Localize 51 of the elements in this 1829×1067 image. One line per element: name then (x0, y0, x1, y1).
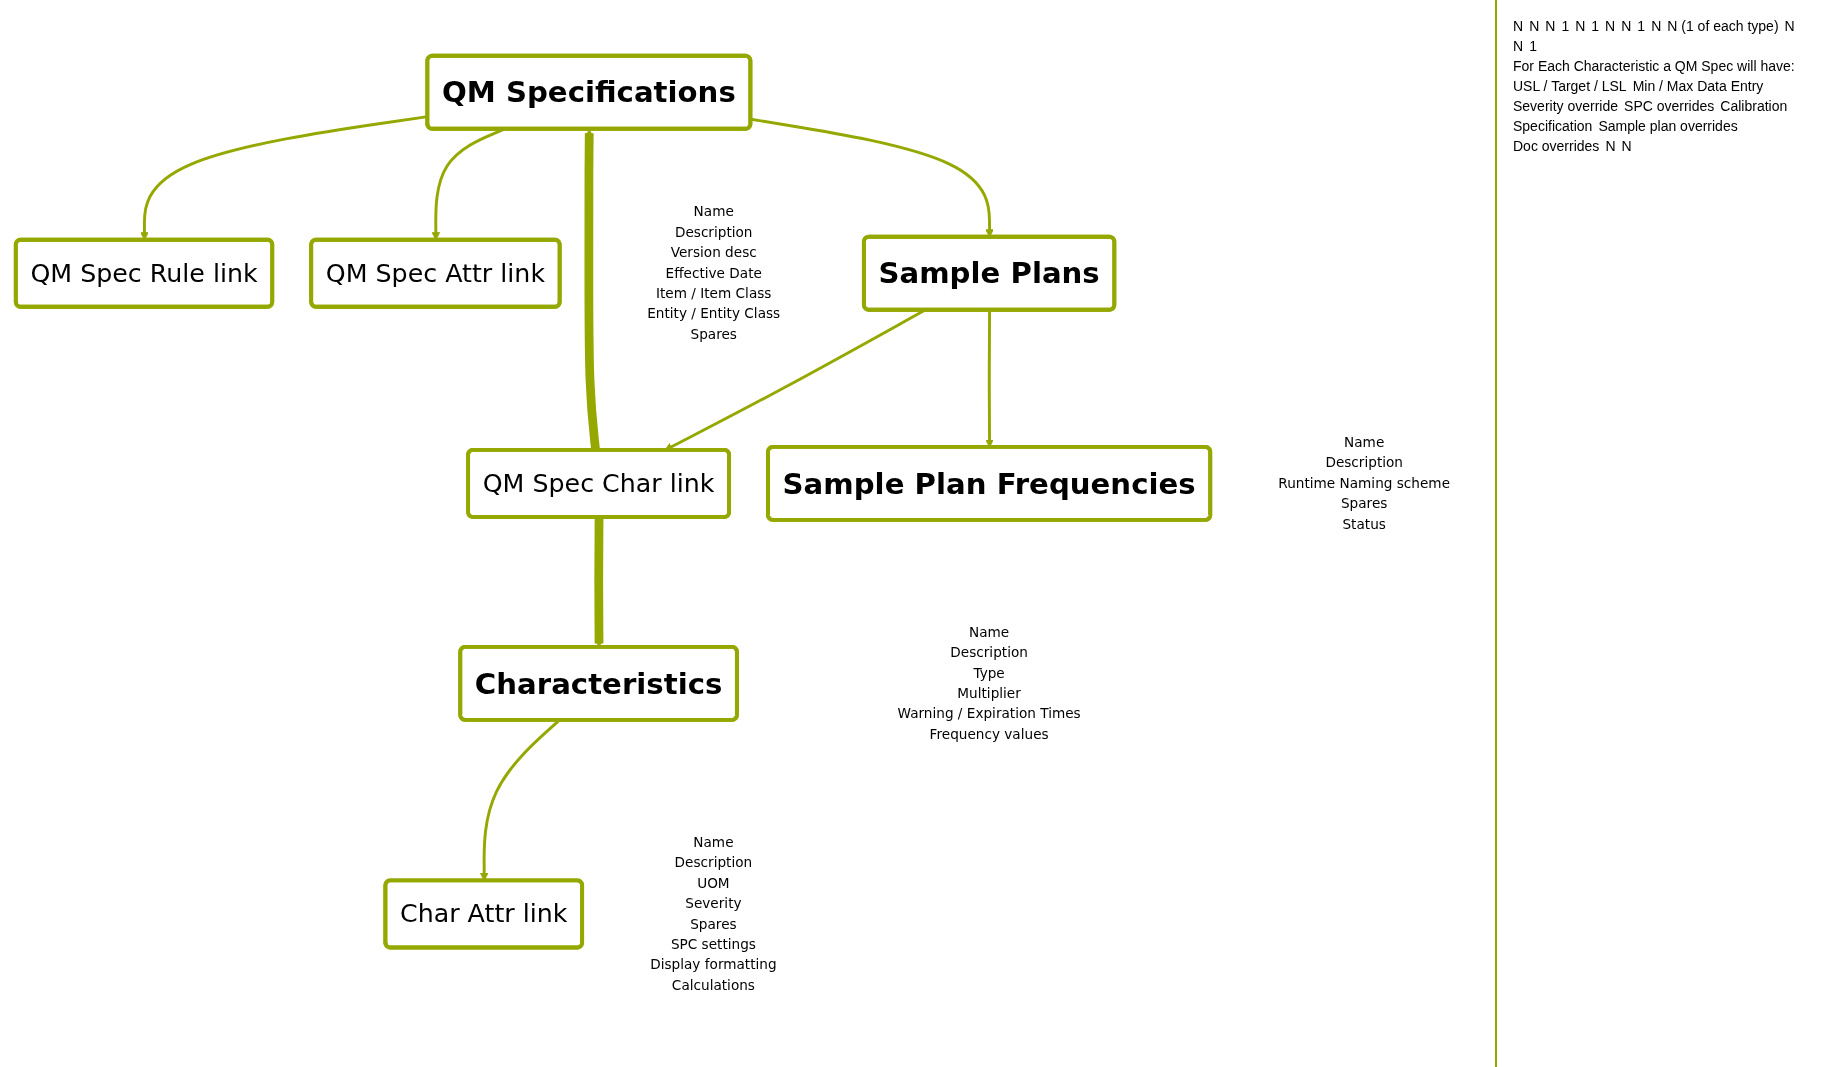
note-text: Severity override (1513, 98, 1619, 114)
note-text: N (1605, 138, 1616, 154)
note-text: N (1545, 18, 1556, 34)
note-text: N (1621, 138, 1632, 154)
note-text: Min / Max Data Entry (1632, 78, 1764, 94)
node-label: UOM (697, 875, 730, 892)
node-label: Version desc (670, 245, 757, 261)
node-label: Status (1342, 516, 1386, 533)
note-text: N (1784, 18, 1795, 34)
node-label: Effective Date (665, 265, 762, 281)
node-label: Calculations (671, 977, 755, 994)
note-text: Specification (1513, 118, 1593, 134)
node-label: Name (1344, 434, 1385, 451)
node-label: Name (693, 834, 734, 851)
node-label: Warning / Expiration Times (897, 706, 1081, 722)
note-text: 1 (1591, 18, 1600, 34)
node-label: Name (969, 624, 1010, 641)
note-text: N (1651, 18, 1662, 34)
node-label: Entity / Entity Class (647, 306, 781, 322)
node-label: SPC settings (670, 936, 756, 953)
note-text: USL / Target / LSL (1513, 78, 1627, 94)
note-text: Sample plan overrides (1598, 118, 1738, 134)
note-text: N (1575, 18, 1586, 34)
node-label: Description (950, 644, 1028, 661)
note-text: N (1513, 18, 1524, 34)
node-label: Spares (690, 326, 737, 343)
node-label: Runtime Naming scheme (1278, 475, 1451, 492)
node-label: Name (693, 204, 734, 220)
node-label: Description (1325, 455, 1403, 471)
node-label: Spares (690, 916, 737, 932)
note-text: N (1 of each type) (1667, 18, 1779, 34)
note-text: For Each Characteristic a QM Spec will have: (1513, 58, 1795, 74)
node-label: Description (674, 224, 753, 241)
node-label: Multiplier (957, 685, 1021, 702)
node-label: Severity (685, 895, 742, 912)
note-text: N (1529, 18, 1540, 34)
note-text: N (1513, 38, 1524, 54)
note-text: 1 (1529, 38, 1537, 54)
note-text: Calibration (1720, 98, 1788, 114)
note-text: 1 (1561, 18, 1570, 34)
node-label: Frequency values (929, 726, 1049, 743)
node-label: Spares (1340, 496, 1388, 512)
node-label: Type (973, 665, 1005, 681)
node-label: Item / Item Class (655, 285, 772, 302)
note-text: N (1605, 18, 1616, 34)
note-text: 1 (1637, 18, 1646, 34)
note-text: Doc overrides (1513, 138, 1600, 154)
node-label: Description (674, 855, 753, 871)
note-text: N (1621, 18, 1632, 34)
node-label: Display formatting (650, 957, 777, 973)
note-text: SPC overrides (1624, 98, 1715, 114)
